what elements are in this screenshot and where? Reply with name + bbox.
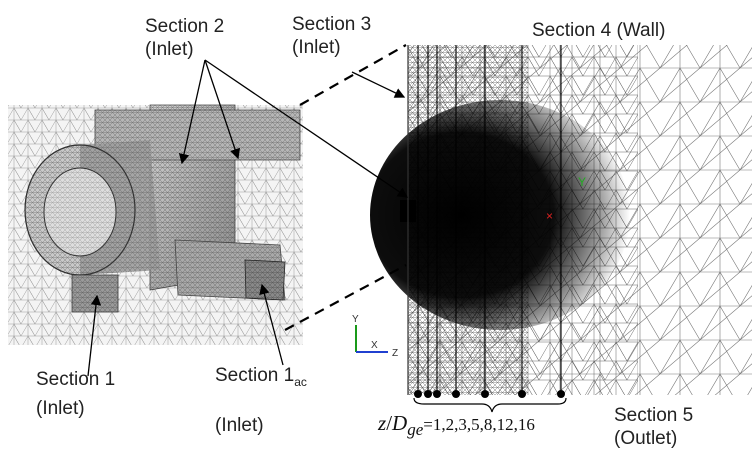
- section5-title: Section 5: [614, 405, 694, 426]
- right-2d-mesh-panel: × Y: [370, 45, 752, 413]
- zoom-connector-lines: [284, 44, 407, 331]
- formula-slash: /: [386, 411, 393, 435]
- left-3d-mesh-view: [8, 104, 303, 345]
- section4-title: Section 4 (Wall): [532, 20, 666, 41]
- section1-title: Section 1: [36, 369, 116, 390]
- section2-title: Section 2: [145, 16, 225, 37]
- section1ac-title: Section 1: [215, 365, 295, 386]
- section1ac-sub: (Inlet): [215, 414, 264, 436]
- formula-subscript: ge: [407, 420, 424, 440]
- section3-label: Section 3 (Inlet): [292, 13, 371, 59]
- red-marker-icon: ×: [546, 209, 553, 223]
- axis-z-label: Z: [392, 348, 398, 359]
- axis-y-label: Y: [352, 314, 359, 325]
- sampling-points: [414, 390, 565, 398]
- section2-label: Section 2 (Inlet): [145, 15, 224, 61]
- section1ac-title-row: Section 1ac: [215, 364, 307, 394]
- section5-label: Section 5 (Outlet): [614, 404, 693, 450]
- formula-values: =1,2,3,5,8,12,16: [423, 415, 535, 434]
- axis-triad-icon: Y X Z: [352, 314, 398, 359]
- section2-sub: (Inlet): [145, 39, 194, 60]
- formula-D: D: [392, 411, 408, 435]
- position-formula: z/Dge=1,2,3,5,8,12,16: [378, 411, 535, 440]
- section3-title: Section 3: [292, 14, 372, 35]
- annotation-arrows: [87, 59, 409, 377]
- section4-label: Section 4 (Wall): [532, 19, 665, 42]
- brace: [413, 397, 567, 413]
- section1ac-label: Section 1ac (Inlet): [215, 364, 307, 437]
- section1-sub: (Inlet): [36, 398, 85, 419]
- axis-x-label: X: [371, 340, 378, 351]
- formula-z: z: [378, 411, 387, 435]
- section5-sub: (Outlet): [614, 428, 678, 449]
- green-marker-icon: Y: [578, 175, 586, 189]
- section3-sub: (Inlet): [292, 37, 341, 58]
- section1-label: Section 1 (Inlet): [36, 368, 115, 420]
- section1ac-subscript: ac: [294, 374, 307, 389]
